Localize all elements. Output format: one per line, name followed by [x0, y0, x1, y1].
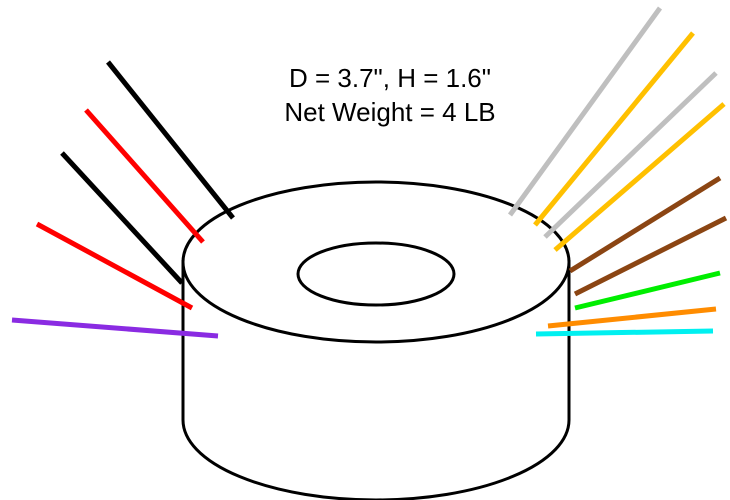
right-lead-wires	[507, 6, 728, 337]
left-lead-wire-4	[35, 221, 194, 311]
right-lead-wire-7	[574, 270, 721, 311]
right-lead-wire-5	[568, 175, 722, 274]
right-lead-wire-9	[535, 328, 714, 337]
left-lead-wire-1	[106, 60, 235, 220]
right-lead-wire-3	[543, 71, 718, 239]
right-lead-wire-4	[553, 102, 726, 252]
toroid-center-hole	[296, 241, 456, 307]
left-lead-wires	[11, 60, 235, 339]
left-lead-wire-3	[60, 151, 184, 285]
right-lead-wire-8	[547, 306, 717, 329]
left-lead-wire-5	[11, 317, 219, 339]
net-weight-label: Net Weight = 4 LB	[284, 97, 496, 127]
right-lead-wire-6	[573, 215, 728, 297]
dimensions-label: D = 3.7", H = 1.6"	[288, 63, 491, 93]
right-lead-wire-1	[507, 6, 663, 217]
left-lead-wire-2	[84, 108, 205, 244]
right-lead-wire-2	[533, 31, 695, 227]
